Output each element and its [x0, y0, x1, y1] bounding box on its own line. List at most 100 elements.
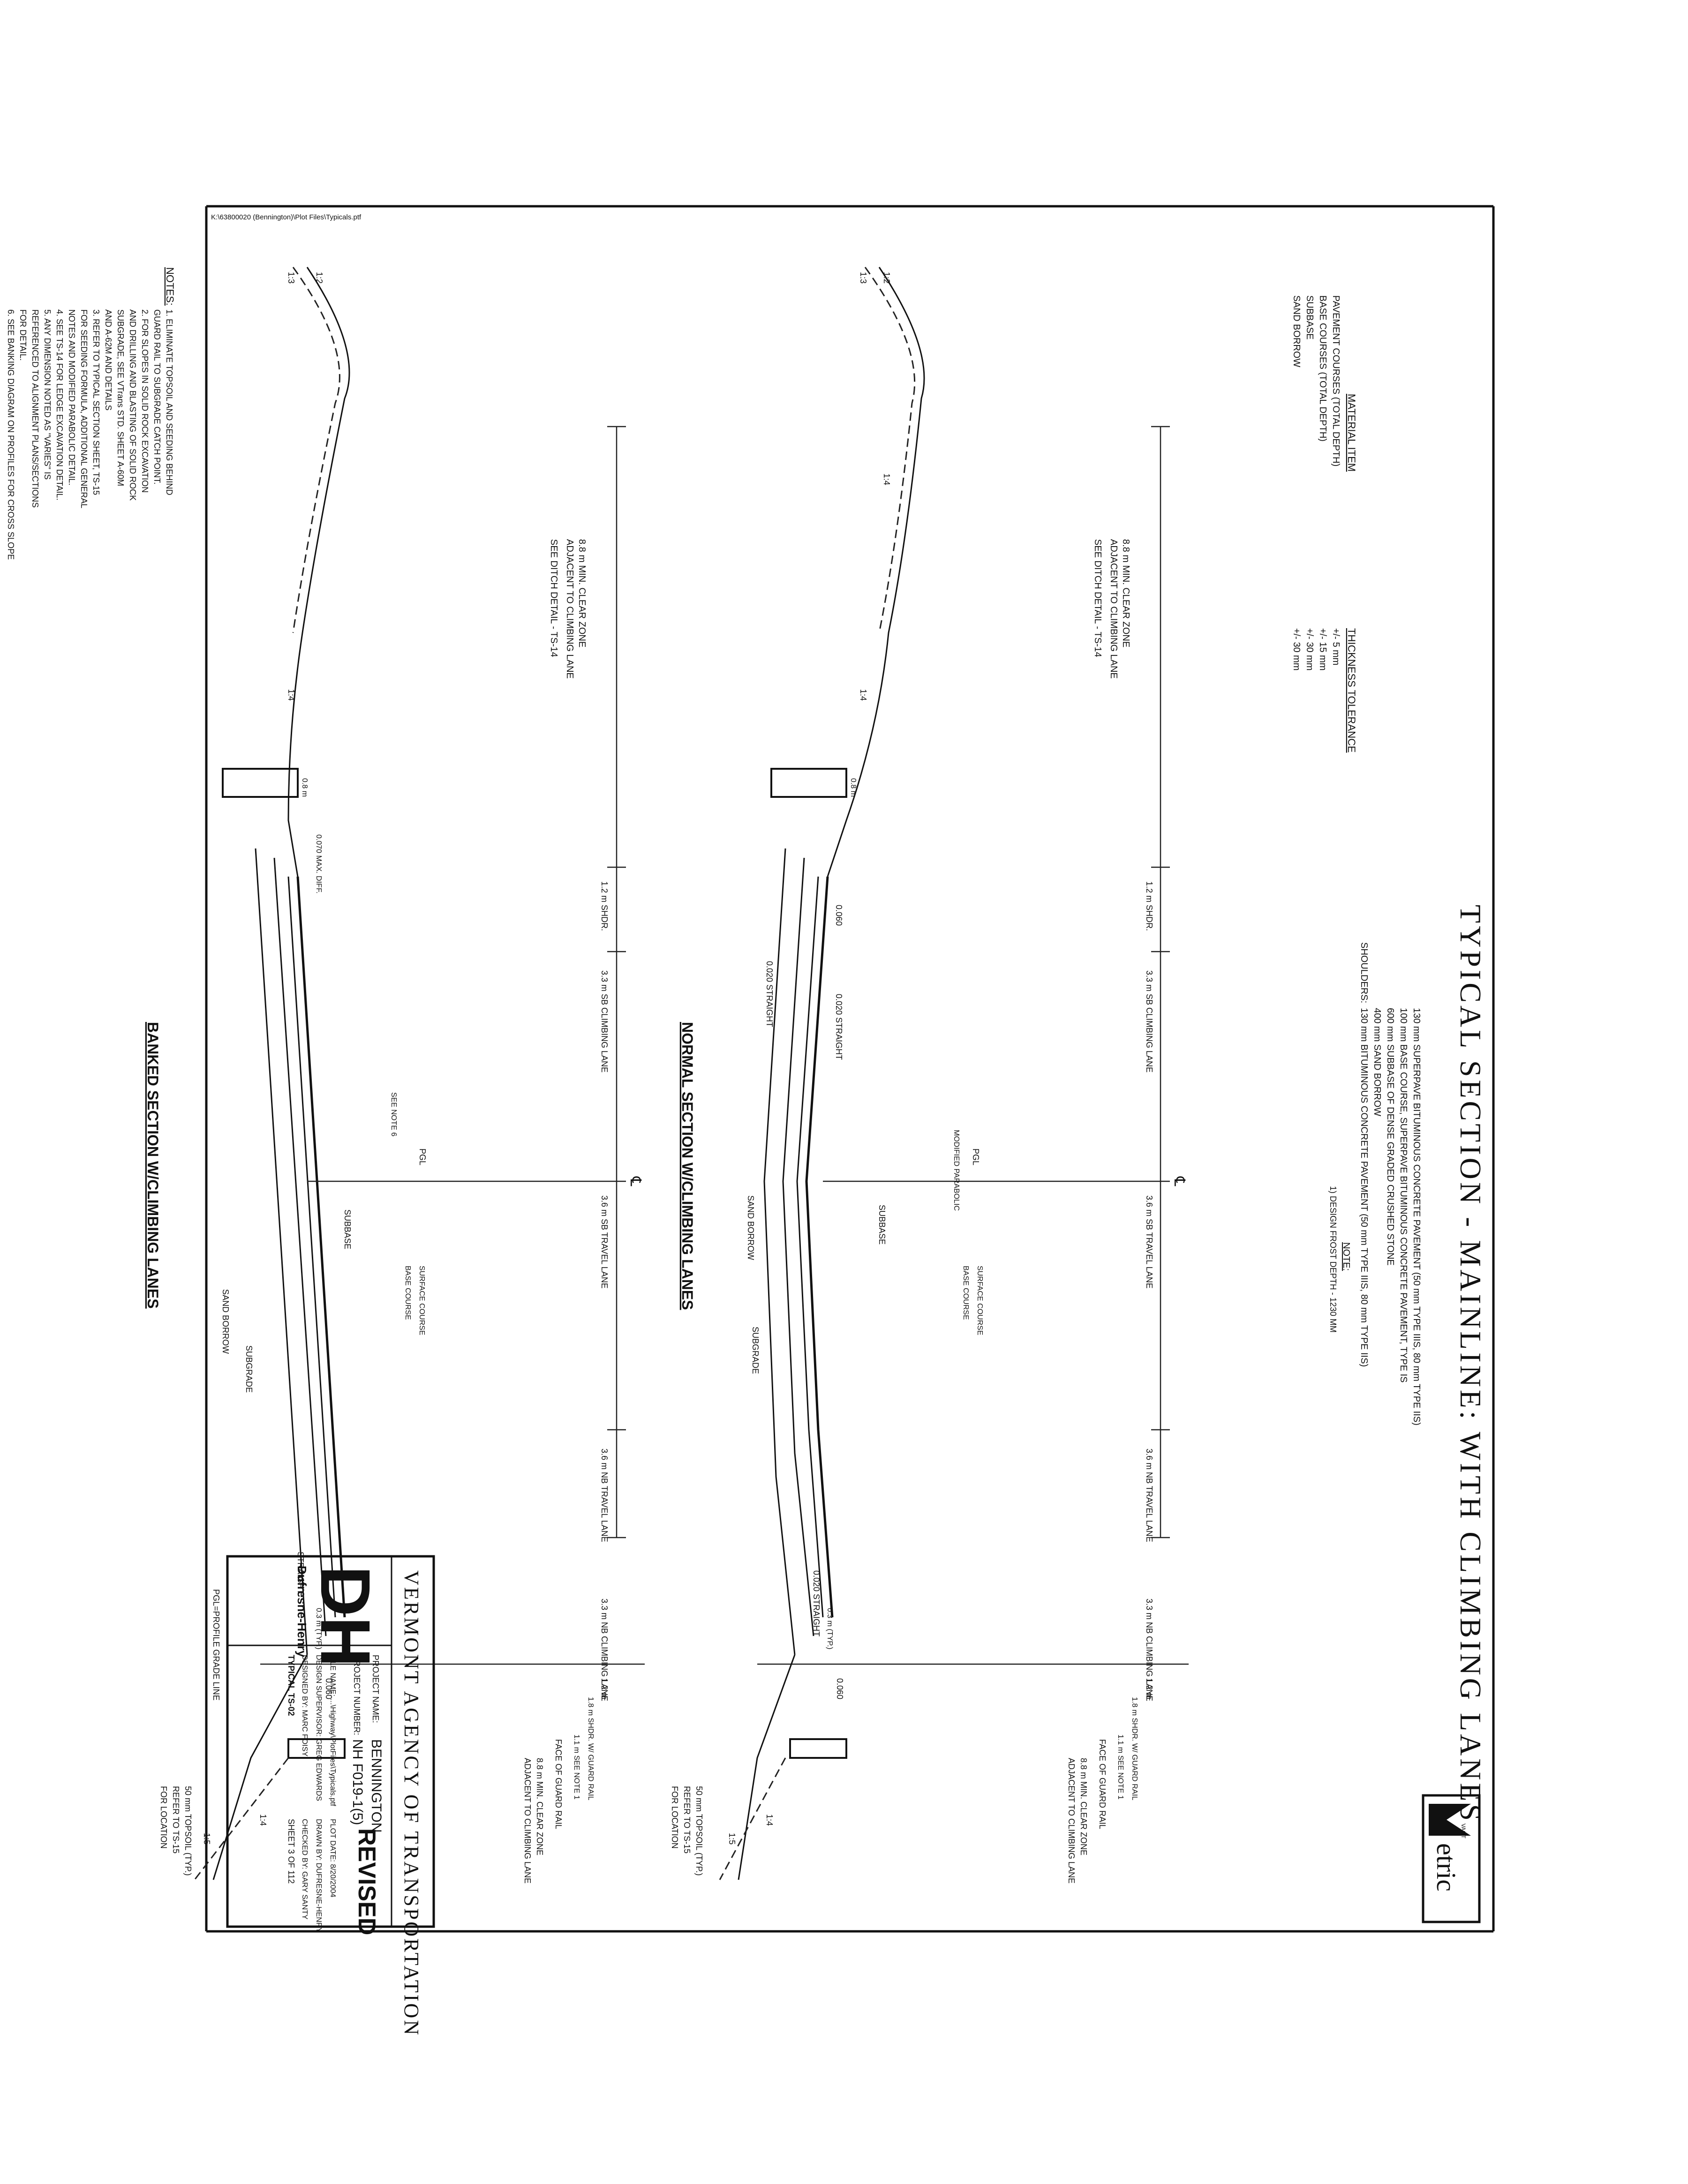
file-name: FILE NAME: ...\Highway\PlotFiles\Typical… [329, 1655, 337, 1806]
normal-shdr-gr: 1.8 m SHDR. W/ GUARD RAIL [1130, 1697, 1138, 1801]
normal-shdr-left: 1.2 m SHDR. [1145, 881, 1154, 931]
banked-clear-zone-left2: ADJACENT TO CLIMBING LANE [565, 539, 575, 679]
frost-note-text: 1) DESIGN FROST DEPTH - 1230 MM [1328, 1186, 1338, 1333]
tolerance-row-1: +/- 15 mm [1318, 628, 1328, 671]
banked-topsoil3: FOR LOCATION [159, 1786, 168, 1849]
pavement-line-4: 130 mm BITUMINOUS CONCRETE PAVEMENT (50 … [1359, 1008, 1369, 1367]
banked-topsoil: 50 mm TOPSOIL (TYP.) [183, 1786, 193, 1876]
pavement-line-2: 600 mm SUBBASE OF DENSE GRADED CRUSHED S… [1385, 1008, 1395, 1266]
thickness-tolerance-header: THICKNESS TOLERANCE [1346, 628, 1357, 753]
project-number: NH F019-1(5) [350, 1739, 365, 1825]
normal-subgrade: SUBGRADE [751, 1327, 760, 1374]
normal-section: 1.2 m SHDR. 3.3 m SB CLIMBING LANE 3.6 m… [670, 267, 1189, 1884]
note-line-11: REFERENCED TO ALIGNMENT PLANS/SECTIONS [30, 309, 40, 508]
banked-slope-13: 1:3 [286, 272, 296, 284]
banked-slope-15: 1:5 [202, 1833, 211, 1845]
project-name-label: PROJECT NAME: [371, 1655, 380, 1723]
normal-nb-travel: 3.6 m NB TRAVEL LANE [1145, 1448, 1154, 1542]
pavement-line-1: 100 mm BASE COURSE, SUPERPAVE BITUMINOUS… [1398, 1008, 1409, 1382]
normal-see-note1: 1.1 m SEE NOTE 1 [1116, 1734, 1124, 1800]
normal-ditch-detail: SEE DITCH DETAIL - TS-14 [1093, 539, 1103, 657]
note-line-10: 5. ANY DIMENSION NOTED AS "VARIES" IS [43, 309, 52, 480]
banked-pgl: PGL [418, 1148, 427, 1165]
note-line-0: 1. ELIMINATE TOPSOIL AND SEEDING BEHIND [165, 309, 174, 495]
project-name: BENNINGTON [369, 1739, 384, 1832]
banked-see-note6: SEE NOTE 6 [390, 1092, 398, 1136]
normal-08m: 0.8 m [849, 778, 857, 797]
banked-subgrade: SUBGRADE [244, 1345, 254, 1393]
normal-straight-left2: 0.020 STRAIGHT [765, 961, 774, 1027]
normal-clear-zone-left2: ADJACENT TO CLIMBING LANE [1108, 539, 1119, 679]
banked-base: BASE COURSE [404, 1266, 412, 1320]
note-line-1: GUARD RAIL TO SUBGRADE CATCH POINT. [152, 309, 162, 484]
firm-name: Dufresne-Henry [295, 1566, 309, 1658]
checked-by: CHECKED BY: GARY SANTY [301, 1819, 309, 1920]
banked-slope-060: 0.060 [324, 1678, 333, 1699]
materials-table: MATERIAL ITEM THICKNESS TOLERANCE PAVEME… [1291, 295, 1357, 753]
drawing-title: TYPICAL SECTION - MAINLINE: WITH CLIMBIN… [1454, 905, 1487, 1824]
banked-section-title: BANKED SECTION W/CLIMBING LANES [144, 1022, 161, 1309]
revised-stamp: REVISED [353, 1828, 380, 1935]
banked-clear-zone-right2: ADJACENT TO CLIMBING LANE [523, 1758, 532, 1884]
banked-see-note1: 1.1 m SEE NOTE 1 [573, 1734, 580, 1800]
normal-surface: SURFACE COURSE [976, 1266, 984, 1335]
sheet-border [205, 205, 1495, 1933]
normal-mod-parabolic: MODIFIED PARABOLIC [952, 1130, 960, 1211]
drawn-by: DRAWN BY: DUFRESNE-HENRY [315, 1819, 323, 1933]
banked-shdr-left: 1.2 m SHDR. [600, 881, 609, 931]
normal-slope-14c: 1:4 [765, 1814, 774, 1826]
firm-mark: DH [306, 1566, 385, 1667]
note-line-3: AND DRILLING AND BLASTING OF SOLID ROCK [128, 309, 137, 501]
banked-ditch-detail: SEE DITCH DETAIL - TS-14 [549, 539, 559, 657]
metric-word: etric [1431, 1843, 1462, 1891]
note-line-9: 4. SEE TS-14 FOR LEDGE EXCAVATION DETAIL… [55, 309, 64, 500]
banked-centerline: ℄ [627, 1176, 644, 1186]
banked-topsoil2: REFER TO TS-15 [171, 1786, 181, 1854]
normal-clear-zone-left: 8.8 m MIN. CLEAR ZONE [1121, 539, 1131, 647]
banked-nb-climb: 3.3 m NB CLIMBING LANE [600, 1599, 609, 1701]
normal-typ03: 0.3 m (TYP.) [826, 1608, 834, 1650]
normal-slope-060-left: 0.060 [834, 905, 844, 926]
normal-slope-060-right: 0.060 [835, 1678, 844, 1699]
banked-typ03: 0.3 m (TYP.) [315, 1608, 323, 1650]
agency-name: VERMONT AGENCY OF TRANSPORTATION [400, 1570, 423, 2037]
note-line-13: 6. SEE BANKING DIAGRAM ON PROFILES FOR C… [6, 309, 15, 560]
normal-sb-travel: 3.6 m SB TRAVEL LANE [1145, 1195, 1154, 1289]
note-line-5: AND A-62M AND DETAILS [104, 309, 113, 411]
banked-section: 1.2 m SHDR. 3.3 m SB CLIMBING LANE 3.6 m… [144, 267, 645, 1884]
normal-topsoil3: FOR LOCATION [670, 1786, 679, 1849]
material-row-2: SUBBASE [1304, 295, 1315, 339]
banked-slope-14: 1:4 [286, 689, 296, 701]
normal-topsoil2: REFER TO TS-15 [682, 1786, 692, 1854]
designed-by: DESIGNED BY: MARC FOISY [301, 1655, 309, 1756]
normal-face-guard-rail: FACE OF GUARD RAIL [1098, 1739, 1107, 1829]
normal-centerline: ℄ [1171, 1176, 1188, 1186]
normal-straight-left: 0.020 STRAIGHT [834, 994, 844, 1060]
banked-max-diff: 0.070 MAX. DIFF. [315, 834, 323, 893]
normal-slope-13: 1:3 [859, 272, 868, 284]
normal-pgl: PGL [971, 1148, 980, 1165]
banked-shdr-gr: 1.8 m SHDR. W/ GUARD RAIL [587, 1697, 595, 1801]
note-line-12: FOR DETAIL. [18, 309, 28, 361]
banked-08m: 0.8 m [301, 778, 309, 797]
sheet-number: SHEET 3 OF 112 [286, 1819, 296, 1884]
material-row-1: BASE COURSES (TOTAL DEPTH) [1318, 295, 1328, 442]
banked-shdr-right: 1.2 m [600, 1678, 609, 1699]
note-line-6: 3. REFER TO TYPICAL SECTION SHEET, TS-15 [91, 309, 101, 495]
note-line-7: FOR SEEDING FORMULA, ADDITIONAL GENERAL [79, 309, 89, 508]
banked-sb-travel: 3.6 m SB TRAVEL LANE [600, 1195, 609, 1289]
shoulders-label: SHOULDERS: [1359, 942, 1369, 1003]
pavement-line-3: 400 mm SAND BORROW [1372, 1008, 1382, 1116]
sheet-name: TYPICAL TS-02 [286, 1655, 296, 1716]
banked-clear-zone-right: 8.8 m MIN. CLEAR ZONE [535, 1758, 544, 1855]
normal-slope-12: 1:2 [882, 272, 891, 284]
project-number-label: PROJECT NUMBER: [352, 1655, 362, 1735]
notes-header: NOTES: [164, 267, 176, 306]
normal-base: BASE COURSE [962, 1266, 970, 1320]
pavement-line-0: 130 mm SUPERPAVE BITUMINOUS CONCRETE PAV… [1411, 1008, 1422, 1426]
note-line-2: 2. FOR SLOPES IN SOLID ROCK EXCAVATION [140, 309, 150, 493]
tolerance-row-0: +/- 5 mm [1331, 628, 1341, 665]
design-supervisor: DESIGN SUPERVISOR: GREG EDWARDS [315, 1655, 323, 1801]
material-item-header: MATERIAL ITEM [1346, 394, 1357, 472]
tolerance-row-2: +/- 30 mm [1304, 628, 1315, 671]
